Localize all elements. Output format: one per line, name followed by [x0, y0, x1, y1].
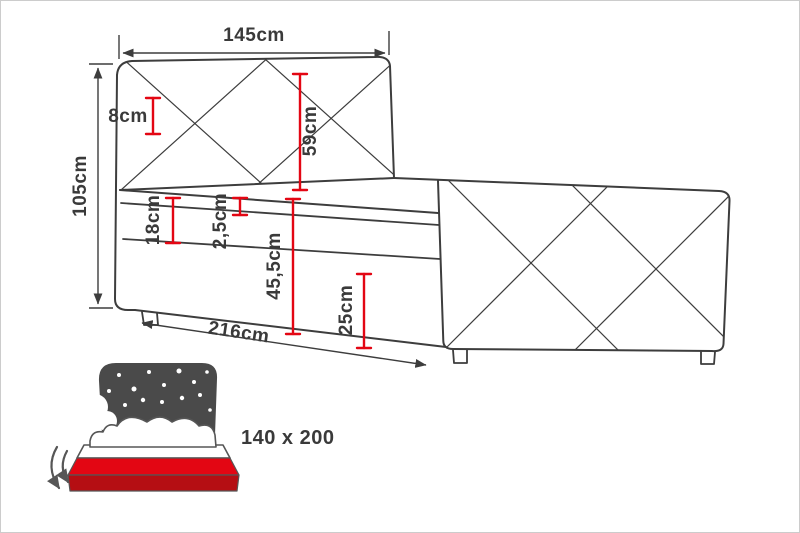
size-label: 140 x 200: [241, 427, 334, 449]
dim-line-base: [284, 197, 302, 336]
dim-line-topper: [231, 196, 249, 217]
foot-panel-stitch-pattern: [438, 180, 730, 352]
storage-box-top: [67, 457, 240, 476]
bed-leg-right: [700, 351, 716, 365]
storage-bed-icon: 140 x 200: [47, 363, 334, 492]
bed-leg-middle: [452, 349, 468, 364]
lift-arrow-outer: [47, 445, 61, 490]
top-edge-label: 8cm: [108, 106, 148, 127]
topper-seam: [120, 202, 440, 226]
stars: [107, 368, 212, 412]
lift-arrow-inner: [56, 449, 70, 484]
dimension-labels: 145cm 105cm 8cm 59cm 18cm 2,5cm 45,5cm 2…: [70, 25, 357, 348]
dim-line-width: [118, 31, 390, 59]
dim-line-height: [89, 63, 113, 309]
headboard-left-edge: [114, 74, 136, 311]
headboard-stitch-pattern: [117, 56, 394, 191]
height-label: 105cm: [70, 155, 91, 217]
mattress-top-edge: [119, 189, 439, 214]
dim-line-8cm: [144, 96, 162, 136]
headboard-outline: [116, 55, 395, 179]
width-label: 145cm: [223, 25, 285, 46]
outer-dimension-lines: [89, 31, 427, 368]
length-label: 216cm: [207, 318, 271, 348]
topper-label: 2,5cm: [210, 193, 231, 249]
dim-line-18cm: [164, 196, 182, 245]
storage-box-front: [67, 474, 240, 492]
foot-panel-outline: [393, 177, 731, 353]
bed-drawing: [114, 55, 731, 365]
mattress-label: 18cm: [143, 195, 164, 246]
base-label: 45,5cm: [264, 232, 285, 299]
dim-line-59cm: [291, 72, 309, 192]
headboard-label: 59cm: [300, 106, 321, 157]
headboard-bottom-edge: [119, 177, 395, 191]
foot-label: 25cm: [336, 285, 357, 336]
sleeping-figure: [89, 416, 217, 448]
dim-line-length: [141, 320, 427, 368]
